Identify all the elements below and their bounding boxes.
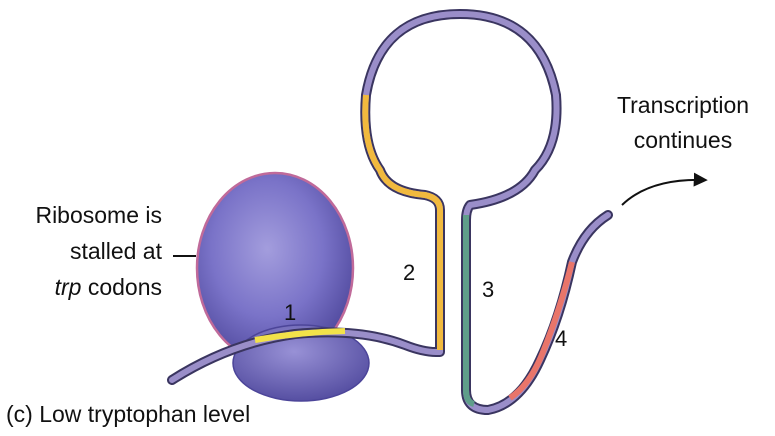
figure-caption: (c) Low tryptophan level xyxy=(6,401,250,427)
ribosome-label-line-3: trp codons xyxy=(55,274,162,300)
region-1-label: 1 xyxy=(284,300,296,325)
region-4-label: 4 xyxy=(555,326,567,351)
trp-italic: trp xyxy=(55,274,82,300)
ribosome-label-line-2: stalled at xyxy=(70,238,163,264)
codons-text: codons xyxy=(81,274,162,300)
transcription-label-line-2: continues xyxy=(634,127,732,153)
region-2-segment xyxy=(365,95,440,350)
region-2-label: 2 xyxy=(403,260,415,285)
transcription-arrow xyxy=(622,180,705,205)
region-3-label: 3 xyxy=(482,277,494,302)
transcription-label-line-1: Transcription xyxy=(617,92,749,118)
ribosome-label-line-1: Ribosome is xyxy=(35,202,162,228)
